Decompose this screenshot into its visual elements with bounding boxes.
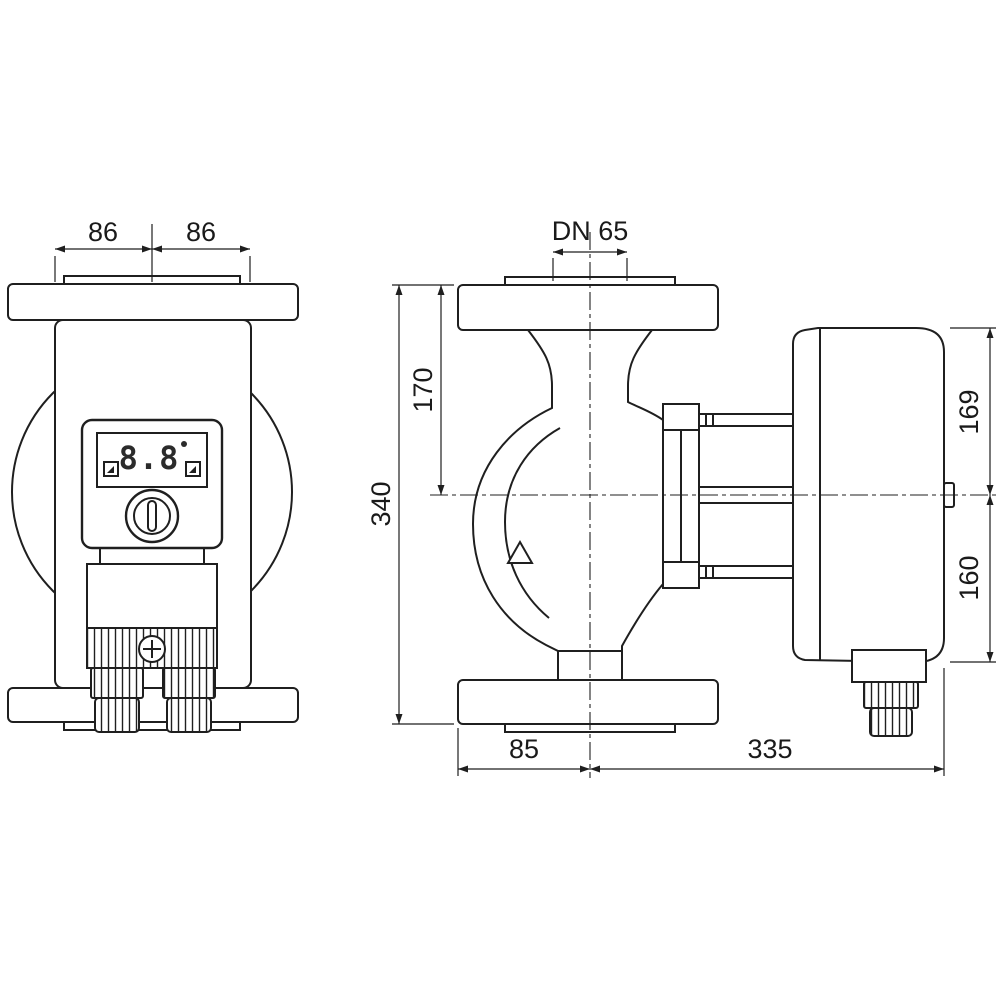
display-screen xyxy=(96,432,208,488)
terminal-box xyxy=(86,563,218,629)
dimension-335: 335 xyxy=(590,668,945,776)
display-icon-left xyxy=(103,461,119,477)
dimension-169: 169 xyxy=(950,327,996,495)
volute-housing xyxy=(471,329,664,681)
dimension-dn65: DN 65 xyxy=(552,216,629,281)
cover-screw-icon xyxy=(138,635,166,663)
flange-top-side-plate xyxy=(457,284,719,331)
dim-dn65-label: DN 65 xyxy=(552,216,629,246)
dim-340-label: 340 xyxy=(366,481,396,526)
dim-160-label: 160 xyxy=(954,555,984,600)
flange-bottom-side xyxy=(457,679,719,733)
dimension-85: 85 xyxy=(457,728,590,776)
dim-86-right: 86 xyxy=(186,217,216,247)
flange-top xyxy=(7,275,299,321)
flange-top-side xyxy=(457,276,719,331)
flange-bottom-side-plate xyxy=(457,679,719,725)
terminal-section xyxy=(86,547,218,669)
flange-bottom-plate xyxy=(7,687,299,723)
dim-86-left: 86 xyxy=(88,217,118,247)
flange-top-plate xyxy=(7,283,299,321)
tie-bolt-top xyxy=(698,413,794,427)
flange-bottom-face xyxy=(63,721,241,731)
volute-inner-contour xyxy=(503,427,561,619)
terminal-connector xyxy=(99,547,205,565)
dimension-160: 160 xyxy=(950,495,996,663)
dim-169-label: 169 xyxy=(954,389,984,434)
dim-85-label: 85 xyxy=(509,734,539,764)
cable-gland-side xyxy=(863,681,919,737)
side-view: DN 65 340 170 169 160 xyxy=(366,216,998,778)
cable-gland-left xyxy=(90,667,144,733)
flange-bottom xyxy=(7,687,299,731)
dim-170-label: 170 xyxy=(408,367,438,412)
tie-bolt-bottom xyxy=(698,565,794,579)
dimension-340: 340 xyxy=(366,284,454,725)
control-module: 8.8 xyxy=(80,418,224,550)
control-module-housing xyxy=(80,418,224,550)
cable-gland-right xyxy=(162,667,216,733)
display-icon-right xyxy=(185,461,201,477)
terminal-box-side xyxy=(851,649,927,683)
display-indicator-dot xyxy=(181,441,187,447)
display-value: 8.8 xyxy=(119,439,180,477)
dimension-170: 170 xyxy=(408,285,445,495)
dimension-front-width: 86 86 xyxy=(54,217,251,282)
dim-335-label: 335 xyxy=(747,734,792,764)
motor-lantern xyxy=(662,403,700,589)
control-knob xyxy=(124,488,180,544)
front-view: 8.8 86 86 xyxy=(7,217,299,733)
flow-direction-icon xyxy=(506,539,534,564)
